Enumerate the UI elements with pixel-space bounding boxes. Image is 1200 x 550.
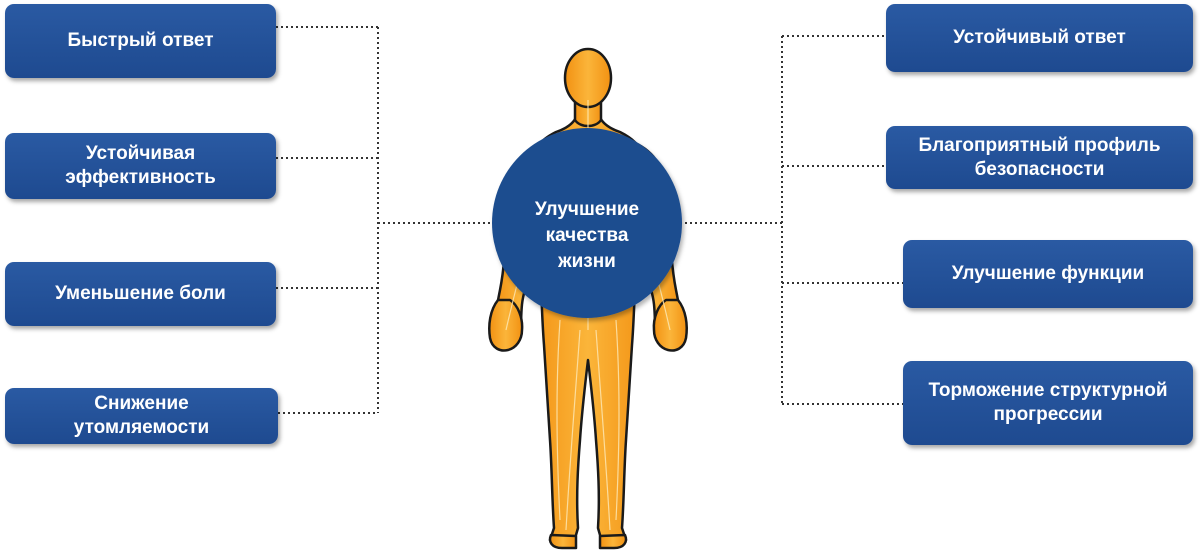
right-box-label: Торможение структурной прогрессии: [928, 380, 1168, 425]
center-circle: [492, 128, 682, 318]
left-box-label: Уменьшение боли: [55, 283, 226, 304]
left-foot: [548, 533, 578, 550]
right-hand: [652, 298, 688, 352]
right-box-safety-profile: Благоприятный профиль безопасности: [886, 126, 1193, 189]
right-box-label: Улучшение функции: [951, 263, 1145, 284]
left-box-pain-reduction: Уменьшение боли: [5, 262, 276, 326]
right-box-sustained-response: Устойчивый ответ: [886, 4, 1193, 72]
right-box-function-improvement: Улучшение функции: [903, 240, 1193, 308]
head: [563, 47, 613, 109]
left-box-sustained-efficacy: Устойчивая эффективность: [5, 133, 276, 199]
right-foot: [598, 533, 628, 550]
right-box-label: Благоприятный профиль безопасности: [918, 134, 1161, 180]
left-box-label: Снижение утомляемости: [73, 393, 210, 438]
left-box-rapid-response: Быстрый ответ: [5, 4, 276, 78]
center-label: Улучшение качества жизни: [534, 199, 640, 272]
right-box-structural-progression: Торможение структурной прогрессии: [903, 361, 1193, 445]
left-hand: [488, 298, 524, 352]
connector-lines: [276, 26, 903, 414]
left-box-label: Устойчивая эффективность: [65, 143, 216, 188]
right-box-label: Устойчивый ответ: [953, 27, 1126, 48]
left-box-label: Быстрый ответ: [67, 30, 214, 51]
left-box-fatigue-reduction: Снижение утомляемости: [5, 388, 278, 444]
